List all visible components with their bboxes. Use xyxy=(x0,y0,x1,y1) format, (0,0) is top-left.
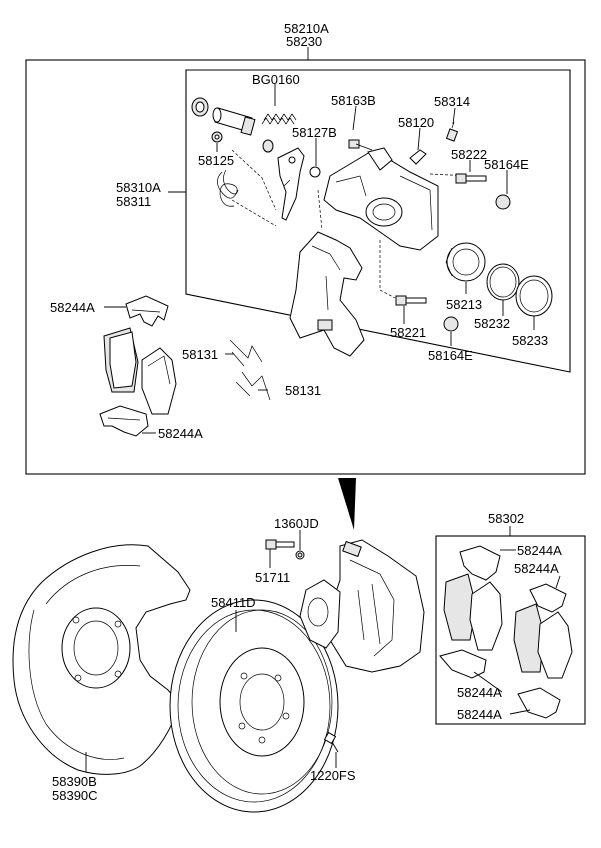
label-58210a: 58210A xyxy=(284,21,329,36)
brake-pad-left-part xyxy=(103,327,177,415)
label-51711: 51711 xyxy=(255,570,290,585)
anti-rattle-spring-part xyxy=(229,339,271,401)
assembly-dash-lines xyxy=(231,149,471,299)
pad-clip-upper-part xyxy=(125,295,169,327)
label-58390c: 58390C xyxy=(52,788,98,803)
label-1220fs: 1220FS xyxy=(310,768,356,783)
label-58244a-kit-1: 58244A xyxy=(517,543,562,558)
label-58244a-kit-3: 58244A xyxy=(457,685,502,700)
label-58302: 58302 xyxy=(488,511,524,526)
label-58311: 58311 xyxy=(116,194,151,209)
caliper-subassembly-frame xyxy=(185,69,571,373)
caliper-assembly-part xyxy=(299,539,425,673)
caliper-bracket-plate-part xyxy=(277,147,305,221)
disc-screw-part xyxy=(323,731,339,753)
label-58233: 58233 xyxy=(512,333,548,348)
pad-kit-clip-upper-part xyxy=(459,545,567,613)
label-58232: 58232 xyxy=(474,316,510,331)
bleeder-bolt-part xyxy=(309,139,373,178)
label-bg0160: BG0160 xyxy=(252,72,300,87)
guide-bolt-51711-part xyxy=(265,539,305,560)
guide-bolt-58222-part xyxy=(455,173,511,210)
label-58164e-top: 58164E xyxy=(484,157,529,172)
label-58163b: 58163B xyxy=(331,93,376,108)
pad-kit-pads-part xyxy=(443,573,573,679)
label-58390b: 58390B xyxy=(52,774,97,789)
label-58131-lower: 58131 xyxy=(285,383,321,398)
label-58125: 58125 xyxy=(198,153,234,168)
label-58222: 58222 xyxy=(451,147,487,162)
label-58120: 58120 xyxy=(398,115,434,130)
guide-bolt-58221-part xyxy=(395,295,459,332)
label-58221: 58221 xyxy=(390,325,426,340)
label-58230: 58230 xyxy=(286,34,322,49)
piston-seal-part xyxy=(486,263,520,301)
label-1360jd: 1360JD xyxy=(274,516,319,531)
caliper-carrier-part xyxy=(289,231,365,357)
label-58244a-left-bottom: 58244A xyxy=(158,426,203,441)
bleeder-screw-58120-part xyxy=(409,121,459,165)
label-58213: 58213 xyxy=(446,297,482,312)
guide-pin-spring-part xyxy=(261,113,297,125)
label-58411d: 58411D xyxy=(211,595,256,610)
piston-part xyxy=(445,242,486,282)
label-58244a-kit-4: 58244A xyxy=(457,707,502,722)
brake-disc-part xyxy=(169,599,339,813)
label-58244a-kit-2: 58244A xyxy=(514,561,559,576)
label-58244a-left-top: 58244A xyxy=(50,300,95,315)
label-58127b: 58127B xyxy=(292,125,337,140)
guide-pin-boot-part xyxy=(191,97,256,136)
pad-kit-frame xyxy=(435,535,586,725)
label-58314: 58314 xyxy=(434,94,470,109)
leader-lines xyxy=(85,84,561,772)
label-58131-upper: 58131 xyxy=(182,347,218,362)
dust-boot-part xyxy=(515,275,553,317)
retaining-spring-part xyxy=(217,169,239,207)
dust-shield-part xyxy=(12,544,191,775)
assembly-direction-arrow xyxy=(338,478,356,530)
caliper-assembly-frame xyxy=(25,59,586,475)
label-58164e-bottom: 58164E xyxy=(428,348,473,363)
pad-clip-lower-part xyxy=(99,405,149,437)
washer-58125-part xyxy=(211,131,274,153)
caliper-body-part xyxy=(323,147,439,251)
label-58310a: 58310A xyxy=(116,180,161,195)
